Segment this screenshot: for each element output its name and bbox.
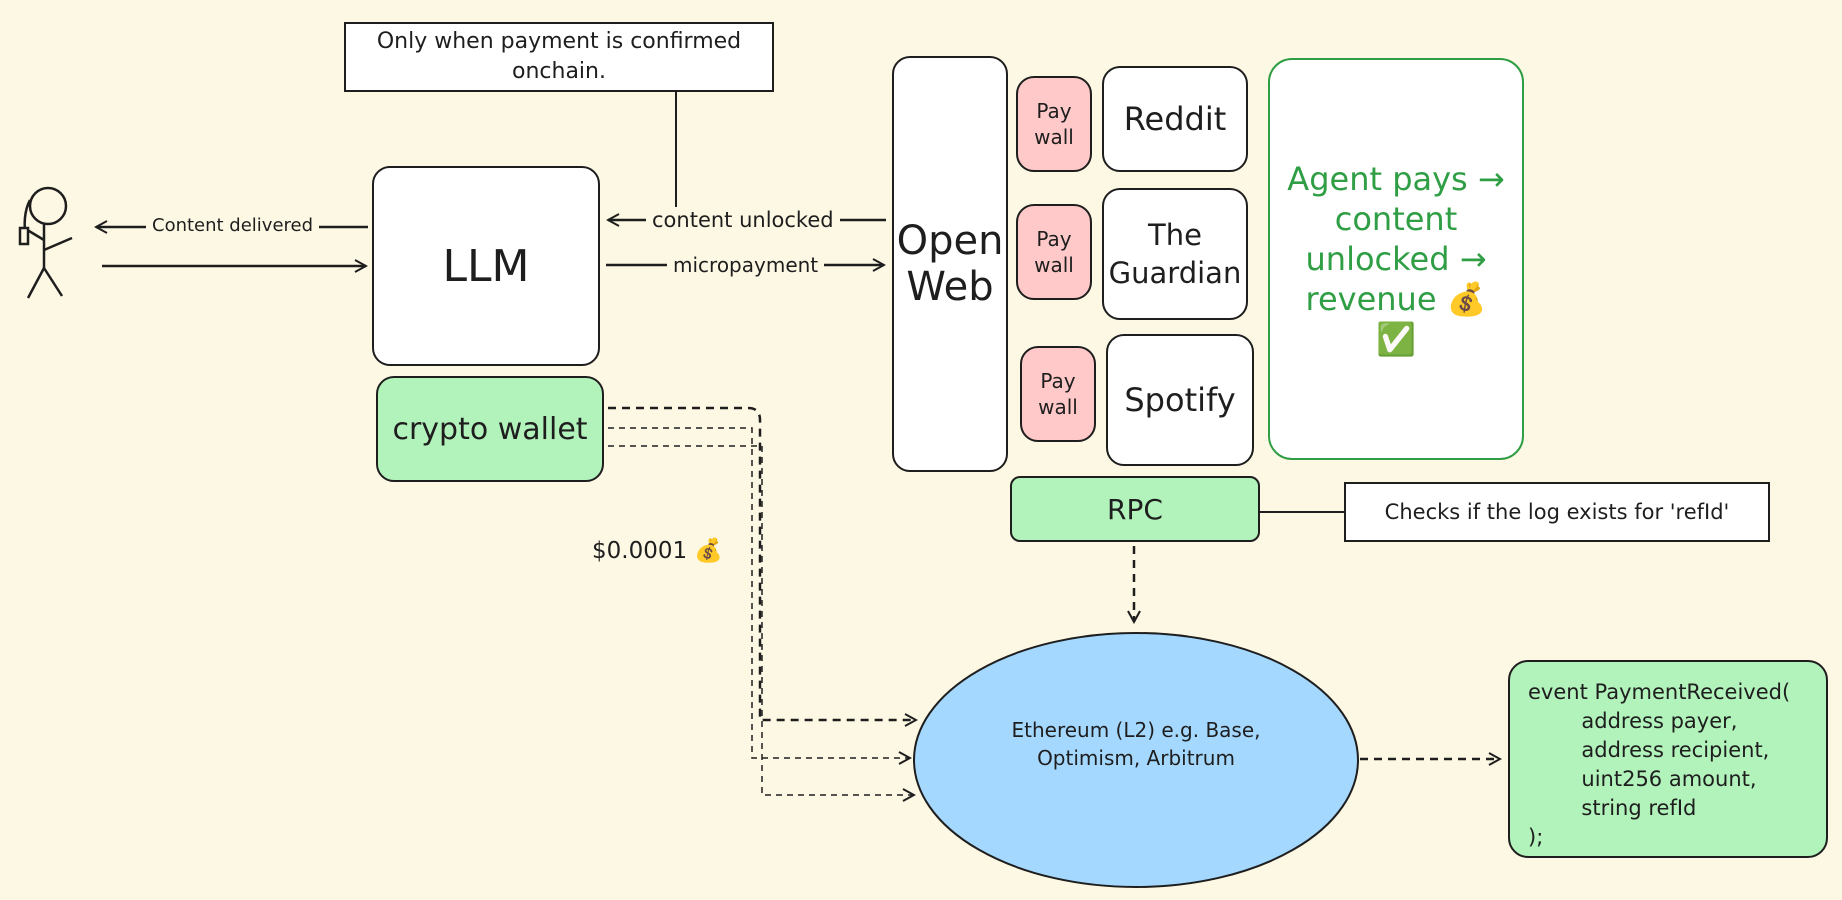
site-spotify-label: Spotify xyxy=(1124,381,1236,419)
open-web-label: Open Web xyxy=(896,218,1004,310)
content-delivered-label: Content delivered xyxy=(146,213,320,239)
site-the-guardian-label: The Guardian xyxy=(1108,218,1242,290)
ethereum-label: Ethereum (L2) e.g. Base, Optimism, Arbit… xyxy=(1011,718,1261,770)
paywall-spotify: Pay wall xyxy=(1020,346,1096,442)
site-reddit: Reddit xyxy=(1102,66,1248,172)
site-the-guardian: The Guardian xyxy=(1102,188,1248,320)
rpc-box: RPC xyxy=(1010,476,1260,542)
ethereum-ellipse xyxy=(913,632,1359,888)
dashed-wallet-path-1 xyxy=(608,406,916,720)
rpc-check-note: Checks if the log exists for 'refId' xyxy=(1344,482,1770,542)
micropayment-label: micropayment xyxy=(667,252,825,278)
crypto-wallet-box: crypto wallet xyxy=(376,376,604,482)
summary-label: Agent pays → content unlocked → revenue … xyxy=(1287,160,1505,358)
content-unlocked-label: content unlocked xyxy=(646,207,840,233)
llm-label: LLM xyxy=(442,240,530,292)
rpc-label: RPC xyxy=(1107,492,1163,526)
site-reddit-label: Reddit xyxy=(1123,100,1227,138)
paywall-label: Pay wall xyxy=(1034,227,1074,277)
top-note: Only when payment is confirmed onchain. xyxy=(344,22,774,92)
site-spotify: Spotify xyxy=(1106,334,1254,466)
user-stick-figure-icon xyxy=(18,186,73,299)
paywall-label: Pay wall xyxy=(1038,369,1078,419)
llm-box: LLM xyxy=(372,166,600,366)
amount-label: $0.0001 💰 xyxy=(586,538,730,564)
dashed-wallet-path-3 xyxy=(608,445,914,795)
event-code: event PaymentReceived( address payer, ad… xyxy=(1528,680,1791,849)
crypto-wallet-label: crypto wallet xyxy=(392,411,588,447)
paywall-guardian: Pay wall xyxy=(1016,204,1092,300)
summary-box: Agent pays → content unlocked → revenue … xyxy=(1268,58,1524,460)
paywall-label: Pay wall xyxy=(1034,99,1074,149)
open-web-box: Open Web xyxy=(892,56,1008,472)
event-code-box: event PaymentReceived( address payer, ad… xyxy=(1508,660,1828,858)
dashed-wallet-path-2 xyxy=(608,427,910,758)
paywall-reddit: Pay wall xyxy=(1016,76,1092,172)
